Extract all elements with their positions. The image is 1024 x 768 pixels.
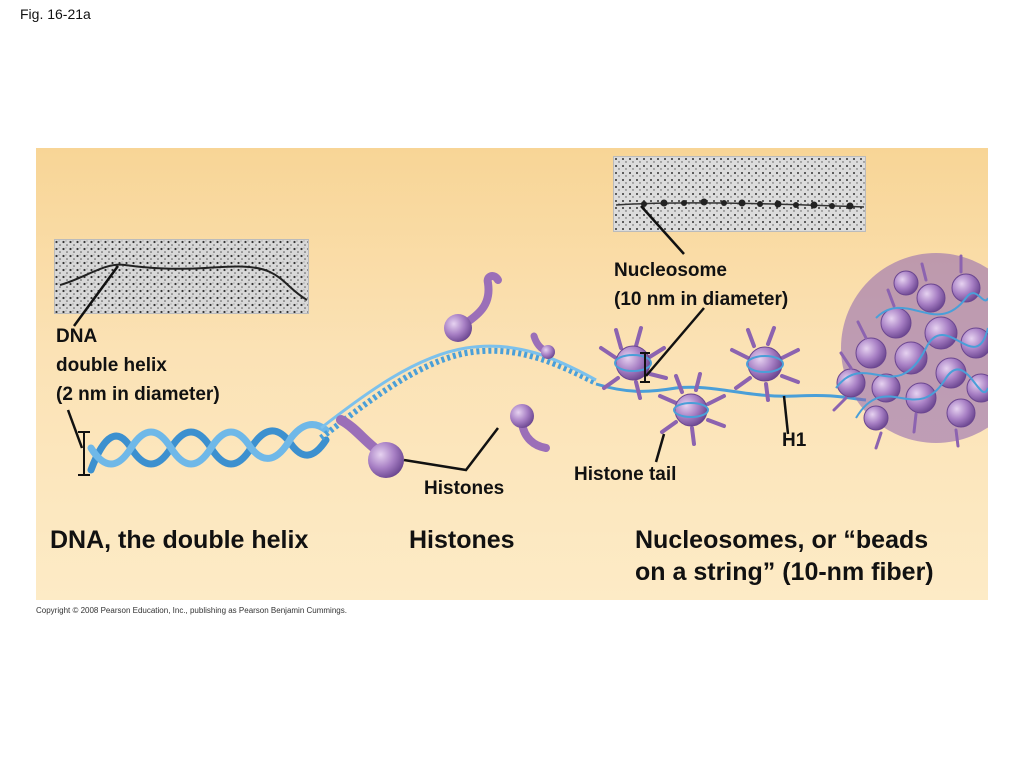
histone-ball-small: [530, 332, 555, 359]
dna-label: DNA double helix (2 nm in diameter): [56, 322, 220, 409]
dna-double-helix: [87, 421, 330, 474]
dna-label-line3: (2 nm in diameter): [56, 384, 220, 405]
nucleosome-micrograph-image: [614, 157, 865, 231]
nucleosome-bead-1: [599, 326, 668, 400]
histone-tail-label: Histone tail: [574, 464, 677, 485]
nucleosome-bead-2: [658, 372, 726, 446]
caption-histones: Histones: [409, 526, 515, 554]
h1-label: H1: [782, 430, 807, 451]
nucleosome-micrograph: [613, 156, 866, 232]
chromatin-illustration: [66, 205, 988, 478]
caption-nucleosomes-line1: Nucleosomes, or “beads: [635, 526, 929, 554]
nucleosome-label-line2: (10 nm in diameter): [614, 289, 789, 310]
nucleosome-label: Nucleosome (10 nm in diameter): [614, 256, 788, 314]
dna-micrograph: [54, 239, 309, 314]
caption-nucleosomes: Nucleosomes, or “beads on a string” (10-…: [635, 524, 934, 588]
histones-label: Histones: [424, 478, 505, 499]
dna-label-line2: double helix: [56, 355, 167, 376]
dna-label-line1: DNA: [56, 326, 98, 347]
caption-dna: DNA, the double helix: [50, 526, 309, 554]
histone-ball-left: [336, 415, 404, 478]
dna-micrograph-image: [55, 240, 308, 313]
leader-lines: [66, 205, 790, 472]
size-brackets: [78, 352, 650, 476]
nucleosome-label-line1: Nucleosome: [614, 260, 727, 281]
histone-ball-right: [510, 404, 550, 452]
chromatin-mass: [832, 253, 988, 450]
nucleosome-bead-3: [730, 326, 800, 402]
copyright-notice: Copyright © 2008 Pearson Education, Inc.…: [36, 606, 347, 615]
figure-panel: DNA double helix (2 nm in diameter) Nucl…: [36, 148, 988, 600]
caption-nucleosomes-line2: on a string” (10-nm fiber): [635, 558, 934, 586]
histone-ball-top: [444, 272, 502, 342]
figure-label: Fig. 16-21a: [20, 6, 91, 22]
dna-thin-helix: [319, 344, 598, 441]
